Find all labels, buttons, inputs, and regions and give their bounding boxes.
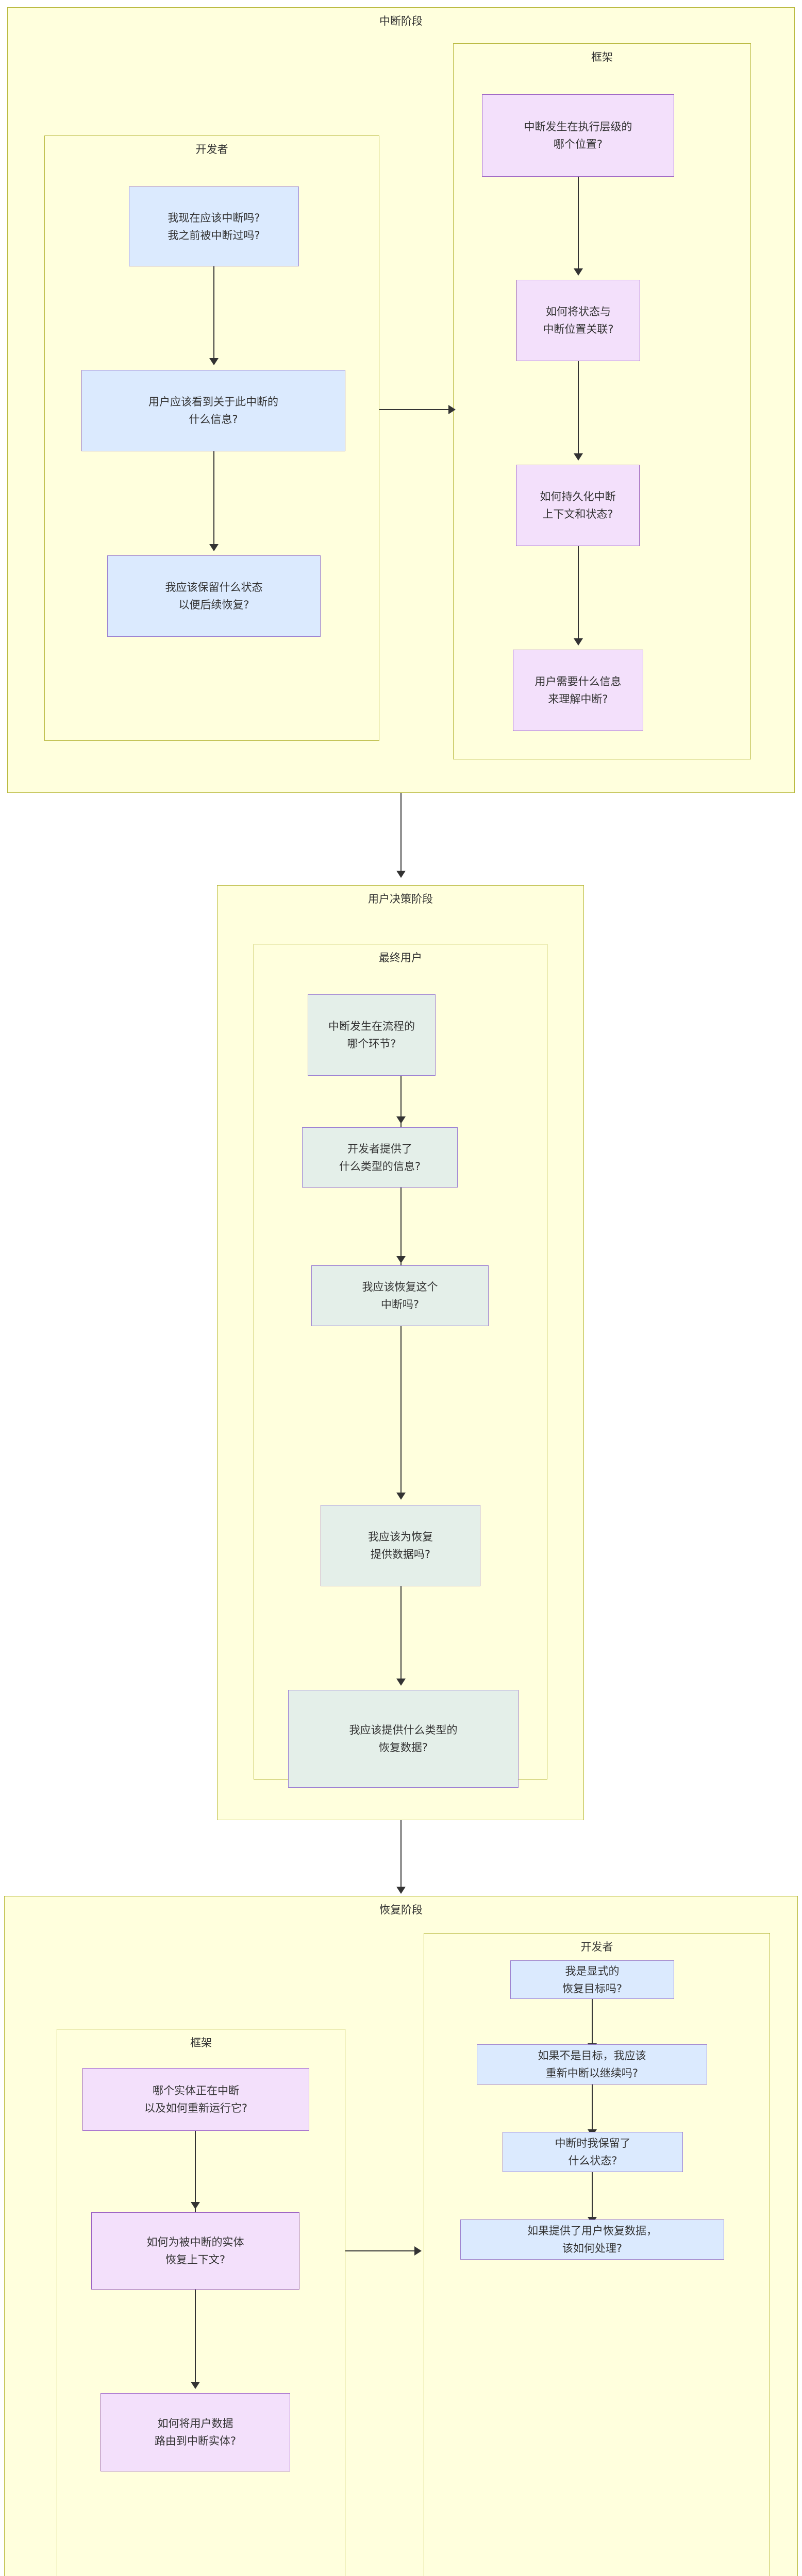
node-f4[interactable]: 用户需要什么信息 来理解中断? <box>513 650 643 731</box>
arrow-u1-u2 <box>396 1116 406 1124</box>
node-u4[interactable]: 我应该为恢复 提供数据吗? <box>321 1505 480 1586</box>
node-u1-line1: 中断发生在流程的 <box>328 1020 415 1032</box>
arrow-u3-u4 <box>396 1493 406 1500</box>
node-rd1-line2: 恢复目标吗? <box>562 1982 623 1995</box>
edge-u1-u2 <box>400 1076 402 1174</box>
cluster-title-recovery-phase: 恢复阶段 <box>379 1904 423 1916</box>
edge-d1-d2 <box>213 266 215 364</box>
node-u2[interactable]: 开发者提供了 什么类型的信息? <box>302 1127 458 1188</box>
node-f1-line1: 中断发生在执行层级的 <box>524 121 632 133</box>
edge-u4-u5 <box>400 1586 402 1684</box>
edge-rd2-rd3 <box>592 2084 593 2139</box>
node-f2[interactable]: 如何将状态与 中断位置关联? <box>516 280 640 361</box>
edge-f3-f4 <box>578 546 579 644</box>
edge-phase1-phase2 <box>400 793 402 875</box>
node-rd3-line2: 什么状态? <box>568 2155 617 2167</box>
node-rf3-line2: 路由到中断实体? <box>154 2435 237 2447</box>
node-rd4-line1: 如果提供了用户恢复数据， <box>527 2225 657 2237</box>
node-u2-line2: 什么类型的信息? <box>339 1160 421 1173</box>
arrow-f2-f3 <box>574 453 583 461</box>
node-rd4-line2: 该如何处理? <box>562 2242 623 2255</box>
node-u4-line1: 我应该为恢复 <box>368 1531 433 1543</box>
node-rf1-line1: 哪个实体正在中断 <box>153 2084 239 2097</box>
node-rd1-line1: 我是显式的 <box>565 1964 620 1977</box>
edge-recovery-framework-to-developer <box>345 2250 415 2252</box>
edge-d2-d3 <box>213 451 215 550</box>
node-rd2-line2: 重新中断以继续吗? <box>545 2067 639 2079</box>
node-f2-line2: 中断位置关联? <box>543 323 614 335</box>
arrow-phase2-phase3 <box>396 1887 406 1894</box>
arrow-recovery-framework-to-developer <box>414 2246 422 2256</box>
arrow-f3-f4 <box>574 638 583 646</box>
node-d3-line1: 我应该保留什么状态 <box>165 581 263 594</box>
node-u5-line2: 恢复数据? <box>378 1741 428 1754</box>
node-rf2[interactable]: 如何为被中断的实体 恢复上下文? <box>91 2212 299 2290</box>
edge-rd3-rd4 <box>592 2172 593 2226</box>
node-f3-line2: 上下文和状态? <box>542 508 613 520</box>
node-rf1-line2: 以及如何重新运行它? <box>144 2102 248 2114</box>
cluster-title-end-user: 最终用户 <box>379 952 422 964</box>
edge-u3-u4 <box>400 1326 402 1499</box>
edge-rd1-rd2 <box>592 1999 593 2053</box>
arrow-f1-f2 <box>574 268 583 276</box>
node-f2-line1: 如何将状态与 <box>546 306 611 318</box>
node-d2[interactable]: 用户应该看到关于此中断的 什么信息? <box>81 370 345 451</box>
node-d2-line1: 用户应该看到关于此中断的 <box>148 396 278 408</box>
arrow-rf1-rf2 <box>191 2202 200 2209</box>
node-rf3-line1: 如何将用户数据 <box>157 2417 233 2430</box>
node-u4-line2: 提供数据吗? <box>370 1548 431 1561</box>
cluster-title-user-decision-phase: 用户决策阶段 <box>368 893 433 905</box>
node-f3[interactable]: 如何持久化中断 上下文和状态? <box>516 465 640 546</box>
node-rd1[interactable]: 我是显式的 恢复目标吗? <box>510 1960 674 1999</box>
node-f4-line2: 来理解中断? <box>548 693 608 705</box>
node-u5[interactable]: 我应该提供什么类型的 恢复数据? <box>288 1690 519 1788</box>
node-rd4[interactable]: 如果提供了用户恢复数据， 该如何处理? <box>460 2219 724 2260</box>
node-d1[interactable]: 我现在应该中断吗? 我之前被中断过吗? <box>129 187 299 266</box>
node-d2-line2: 什么信息? <box>189 413 238 426</box>
node-rd2[interactable]: 如果不是目标，我应该 重新中断以继续吗? <box>477 2044 707 2084</box>
node-rf2-line1: 如何为被中断的实体 <box>146 2236 244 2248</box>
arrow-u2-u3 <box>396 1256 406 1263</box>
node-u3-line1: 我应该恢复这个 <box>362 1281 438 1293</box>
arrow-developer-to-framework <box>448 405 456 414</box>
edge-rf2-rf3 <box>195 2290 196 2387</box>
node-d3-line2: 以便后续恢复? <box>178 599 249 611</box>
edge-u2-u3 <box>400 1188 402 1285</box>
node-f4-line1: 用户需要什么信息 <box>534 675 622 688</box>
node-f1-line2: 哪个位置? <box>553 138 603 150</box>
arrow-u4-u5 <box>396 1679 406 1686</box>
node-d1-line1: 我现在应该中断吗? <box>168 211 260 224</box>
cluster-title-developer-recovery: 开发者 <box>580 1941 613 1953</box>
arrow-phase1-phase2 <box>396 871 406 878</box>
arrow-rf2-rf3 <box>191 2382 200 2389</box>
cluster-title-framework-interrupt: 框架 <box>591 51 613 63</box>
node-d1-line2: 我之前被中断过吗? <box>168 229 260 242</box>
edge-f2-f3 <box>578 361 579 459</box>
node-u3-line2: 中断吗? <box>380 1298 420 1311</box>
node-d3[interactable]: 我应该保留什么状态 以便后续恢复? <box>107 555 321 637</box>
node-rf1[interactable]: 哪个实体正在中断 以及如何重新运行它? <box>82 2068 309 2131</box>
node-u1-line2: 哪个环节? <box>347 1038 396 1050</box>
node-rd3[interactable]: 中断时我保留了 什么状态? <box>503 2132 683 2172</box>
cluster-title-framework-recovery: 框架 <box>190 2037 212 2049</box>
node-f1[interactable]: 中断发生在执行层级的 哪个位置? <box>482 94 674 177</box>
edge-rf1-rf2 <box>195 2131 196 2213</box>
node-u3[interactable]: 我应该恢复这个 中断吗? <box>311 1265 489 1326</box>
node-rf2-line2: 恢复上下文? <box>165 2253 226 2266</box>
arrow-d2-d3 <box>209 544 219 551</box>
edge-phase2-phase3 <box>400 1820 402 1887</box>
arrow-d1-d2 <box>209 358 219 365</box>
node-rf3[interactable]: 如何将用户数据 路由到中断实体? <box>101 2393 290 2471</box>
cluster-title-interrupt-phase: 中断阶段 <box>379 15 423 27</box>
node-f3-line1: 如何持久化中断 <box>540 490 616 503</box>
cluster-title-developer-interrupt: 开发者 <box>195 143 228 156</box>
node-rd2-line1: 如果不是目标，我应该 <box>538 2049 646 2062</box>
node-u1[interactable]: 中断发生在流程的 哪个环节? <box>308 994 436 1076</box>
node-rd3-line1: 中断时我保留了 <box>555 2137 631 2149</box>
edge-developer-to-framework <box>379 409 449 411</box>
node-u5-line1: 我应该提供什么类型的 <box>349 1724 458 1736</box>
edge-f1-f2 <box>578 177 579 275</box>
node-u2-line1: 开发者提供了 <box>347 1142 412 1155</box>
